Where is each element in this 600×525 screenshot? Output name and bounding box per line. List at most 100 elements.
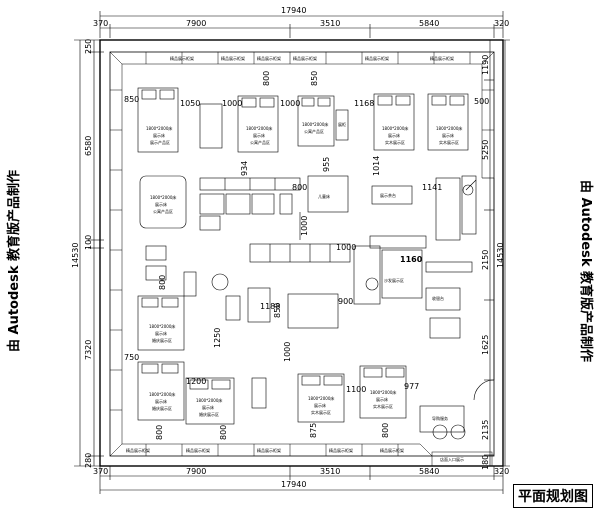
meas-14: 1000 bbox=[300, 216, 309, 236]
bed-6-zone: 婚庆展示区 bbox=[152, 337, 172, 343]
meas-5: 1168 bbox=[354, 99, 374, 108]
cab-top-2: 精品展示柜架 bbox=[221, 55, 245, 61]
bed-1-show: 展示床 bbox=[153, 132, 165, 138]
meas-12: 1141 bbox=[422, 183, 442, 192]
bed-row-lower bbox=[137, 295, 466, 440]
bed-9-zone: 实木展示区 bbox=[311, 409, 331, 415]
bed-4-show: 展示床 bbox=[388, 132, 400, 138]
meas-26: 977 bbox=[404, 382, 419, 391]
mid-bed-zone: 公寓产品区 bbox=[153, 208, 173, 214]
right-lower-wall bbox=[462, 177, 495, 401]
meas-29: 875 bbox=[309, 423, 318, 438]
meas-7: 800 bbox=[262, 71, 271, 86]
service-label: 导购服务 bbox=[432, 415, 448, 421]
cab-top-3: 精品展示柜架 bbox=[257, 55, 281, 61]
bed-8-size: 1800*2000床 bbox=[196, 397, 222, 403]
entrance-block bbox=[431, 451, 493, 467]
left-dimensions bbox=[74, 39, 104, 467]
sofa-label: 沙发展示区 bbox=[384, 277, 404, 283]
desk-label: 收银台 bbox=[432, 295, 444, 301]
dim-right-6: 180 bbox=[481, 455, 490, 470]
meas-17: 800 bbox=[158, 275, 167, 290]
meas-3: 1000 bbox=[222, 99, 242, 108]
middle-section bbox=[139, 175, 477, 339]
dim-right-4: 1625 bbox=[481, 335, 490, 355]
dim-left-2: 6580 bbox=[84, 136, 93, 156]
right-cabinets bbox=[481, 51, 495, 178]
dim-top-5: 320 bbox=[494, 19, 509, 28]
meas-28: 800 bbox=[219, 425, 228, 440]
meas-30: 800 bbox=[381, 423, 390, 438]
dim-top-1: 370 bbox=[93, 19, 108, 28]
bed-8-zone: 婚庆展示区 bbox=[199, 411, 219, 417]
meas-25: 1100 bbox=[346, 385, 366, 394]
dim-top-3: 3510 bbox=[320, 19, 340, 28]
plan-title: 平面规划图 bbox=[513, 484, 593, 508]
cab-top-5: 精品展示柜架 bbox=[365, 55, 389, 61]
dim-bottom-1: 370 bbox=[93, 467, 108, 476]
cab-top-1: 精品展示柜架 bbox=[170, 55, 194, 61]
dim-bottom-3: 3510 bbox=[320, 467, 340, 476]
bed-6-size: 1800*2000床 bbox=[149, 323, 175, 329]
bed-6-show: 展示床 bbox=[155, 330, 167, 336]
dim-left-1: 250 bbox=[84, 39, 93, 54]
meas-16: 1160 bbox=[400, 255, 423, 264]
left-cabinets bbox=[109, 51, 123, 457]
dim-bottom-total: 17940 bbox=[281, 480, 306, 489]
meas-13: 800 bbox=[292, 183, 307, 192]
cab-bot-1: 精品展示柜架 bbox=[126, 447, 150, 453]
dim-bottom-5: 320 bbox=[494, 467, 509, 476]
entrance-label: 店面入口展示 bbox=[440, 456, 464, 462]
dim-right-3: 2150 bbox=[481, 250, 490, 270]
meas-10: 955 bbox=[322, 157, 331, 172]
watermark-left: 由 Autodesk 教育版产品制作 bbox=[6, 170, 22, 352]
bed-10-show: 展示床 bbox=[376, 396, 388, 402]
cab-bot-2: 精品展示柜架 bbox=[186, 447, 210, 453]
dim-bottom-4: 5840 bbox=[419, 467, 439, 476]
tea-label: 展示茶台 bbox=[380, 192, 396, 198]
cab-bot-4: 精品展示柜架 bbox=[329, 447, 353, 453]
cabinet-label: 展柜 bbox=[338, 121, 346, 127]
dim-left-5: 280 bbox=[84, 453, 93, 468]
bed-2-size: 1800*2000床 bbox=[246, 125, 272, 131]
cab-top-4: 精品展示柜架 bbox=[293, 55, 317, 61]
dim-left-4: 7320 bbox=[84, 340, 93, 360]
meas-24: 1200 bbox=[186, 377, 206, 386]
meas-4: 1000 bbox=[280, 99, 300, 108]
cab-bot-3: 精品展示柜架 bbox=[257, 447, 281, 453]
cab-top-6: 精品展示柜架 bbox=[430, 55, 454, 61]
bed-1-zone: 展示产品区 bbox=[150, 139, 170, 145]
meas-11: 1014 bbox=[372, 156, 381, 176]
bottom-dimensions bbox=[99, 466, 504, 494]
bed-7-show: 展示床 bbox=[155, 398, 167, 404]
bed-row-1 bbox=[137, 87, 469, 153]
mid-bed-show: 展示床 bbox=[155, 201, 167, 207]
meas-2: 1050 bbox=[180, 99, 200, 108]
top-dimensions bbox=[99, 11, 504, 38]
bed-2-zone: 公寓产品区 bbox=[250, 139, 270, 145]
cab-bot-5: 精品展示柜架 bbox=[380, 447, 404, 453]
meas-8: 850 bbox=[310, 71, 319, 86]
bed-10-zone: 实木展示区 bbox=[373, 403, 393, 409]
meas-1: 850 bbox=[124, 95, 139, 104]
bed-1-size: 1800*2000床 bbox=[146, 125, 172, 131]
bed-4-size: 1800*2000床 bbox=[382, 125, 408, 131]
meas-20: 900 bbox=[338, 297, 353, 306]
meas-21: 1250 bbox=[213, 328, 222, 348]
bed-7-size: 1800*2000床 bbox=[149, 391, 175, 397]
dim-right-2: 5250 bbox=[481, 140, 490, 160]
kids-bed-label: 儿童床 bbox=[318, 193, 330, 199]
outer-wall bbox=[99, 39, 504, 467]
bed-5-zone: 实木展示区 bbox=[439, 139, 459, 145]
bed-5-show: 展示床 bbox=[442, 132, 454, 138]
mid-bed-size: 1800*2000床 bbox=[150, 194, 176, 200]
meas-27: 800 bbox=[155, 425, 164, 440]
meas-9: 934 bbox=[240, 161, 249, 176]
dim-top-4: 5840 bbox=[419, 19, 439, 28]
bed-3-size: 1800*2000床 bbox=[302, 121, 328, 127]
dim-right-5: 2135 bbox=[481, 420, 490, 440]
dim-left-total: 14530 bbox=[71, 243, 80, 268]
bed-2-show: 展示床 bbox=[253, 132, 265, 138]
meas-6: 500 bbox=[474, 97, 489, 106]
dim-left-3: 100 bbox=[84, 235, 93, 250]
